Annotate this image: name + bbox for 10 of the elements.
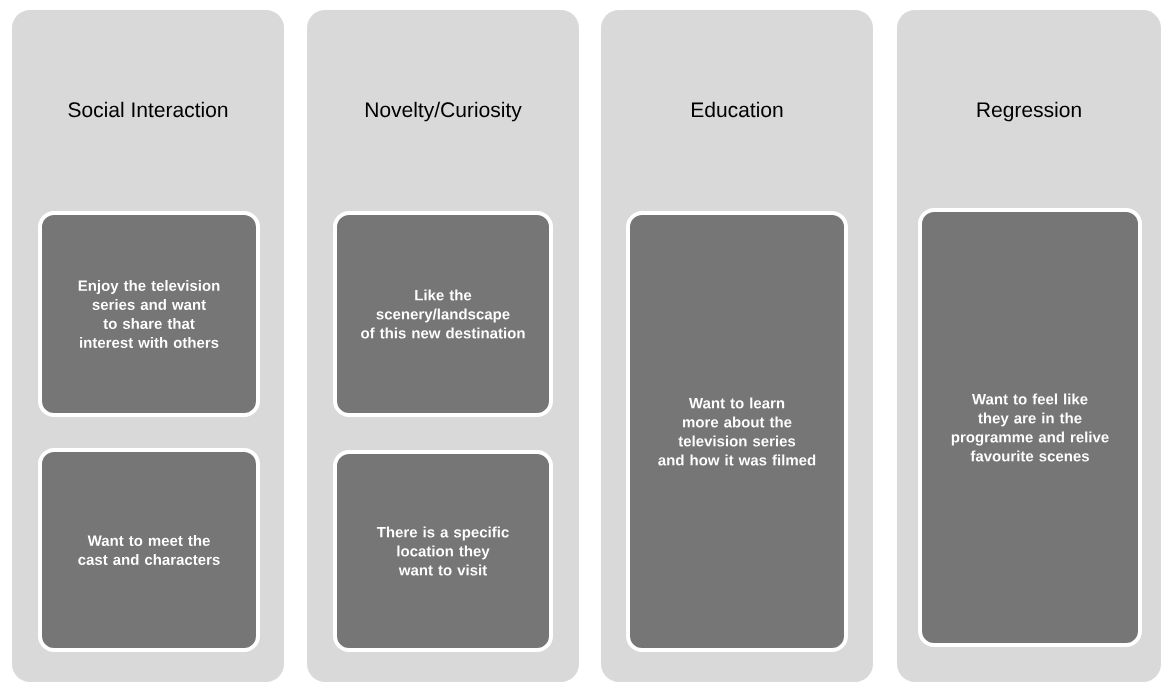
text-box: Like the scenery/landscape of this new destination — [333, 211, 553, 417]
column-heading: Regression — [977, 101, 1081, 122]
text-box: Want to feel like they are in the programme and relive favourite scenes — [918, 208, 1142, 647]
column-heading: Social Interaction — [68, 101, 228, 118]
text-box: Want to learn more about the television series and how it was filmed — [626, 211, 848, 652]
text-box: Want to meet the cast and characters — [38, 448, 260, 652]
column-heading: Novelty/Curiosity — [365, 101, 522, 122]
text-box: Enjoy the television series and want to share that interest with others — [38, 211, 260, 417]
text-box: There is a specific location they want to visit — [333, 450, 553, 652]
column-heading: Education — [692, 101, 783, 118]
